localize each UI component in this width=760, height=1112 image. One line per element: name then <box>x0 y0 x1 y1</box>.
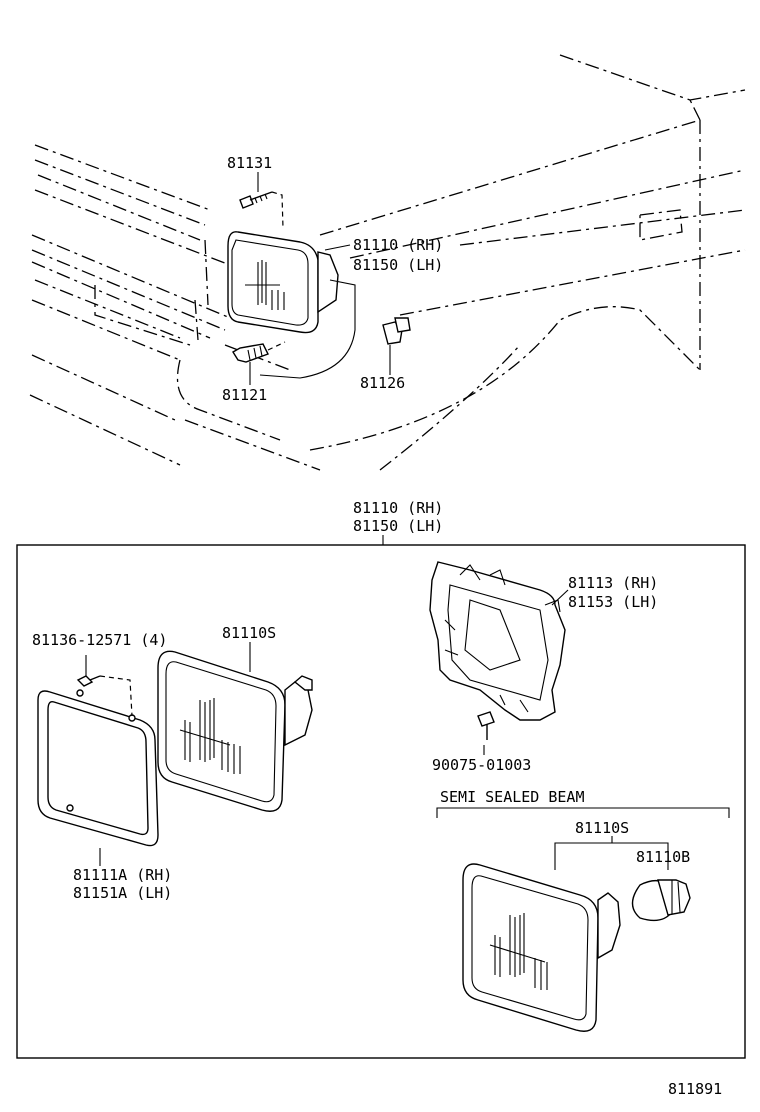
bulb-81110b <box>631 879 691 922</box>
label-81126: 81126 <box>360 374 405 392</box>
housing-81113 <box>429 561 566 721</box>
label-ring-rh: 81111A (RH) <box>73 866 172 884</box>
sealed-beam-unit-81110s <box>157 650 313 812</box>
semi-sealed-bracket <box>436 807 730 818</box>
label-semi-81110s: 81110S <box>575 819 629 837</box>
semi-sealed-leader <box>554 836 669 870</box>
top-headlamp-unit <box>227 231 356 379</box>
semi-sealed-title: SEMI SEALED BEAM <box>440 788 585 806</box>
label-ring-lh: 81151A (LH) <box>73 884 172 902</box>
screw-81136 <box>76 655 133 717</box>
semi-sealed-beam-unit <box>462 863 621 1032</box>
screw-81131 <box>239 191 284 229</box>
label-housing-rh: 81113 (RH) <box>568 574 658 592</box>
label-bulb-81110b: 81110B <box>636 848 690 866</box>
label-81131: 81131 <box>227 154 272 172</box>
label-81150-lh: 81150 (LH) <box>353 256 443 274</box>
housing-leader <box>551 589 569 606</box>
clip-81126 <box>382 317 411 345</box>
vehicle-body-outline <box>29 54 746 471</box>
label-screw-90075: 90075-01003 <box>432 756 531 774</box>
label-housing-lh: 81153 (LH) <box>568 593 658 611</box>
label-81110s: 81110S <box>222 624 276 642</box>
bolt-81121 <box>232 341 286 363</box>
retaining-ring-81111a <box>37 689 159 847</box>
label-screw-81136: 81136-12571 (4) <box>32 631 167 649</box>
figure-code: 811891 <box>668 1080 722 1098</box>
label-81110-rh: 81110 (RH) <box>353 236 443 254</box>
screw-90075 <box>477 711 495 755</box>
top-leaders <box>249 172 391 385</box>
label-81121: 81121 <box>222 386 267 404</box>
assembly-label-rh: 81110 (RH) <box>353 499 443 517</box>
detail-box-frame <box>16 544 746 1059</box>
assembly-label-lh: 81150 (LH) <box>353 517 443 535</box>
